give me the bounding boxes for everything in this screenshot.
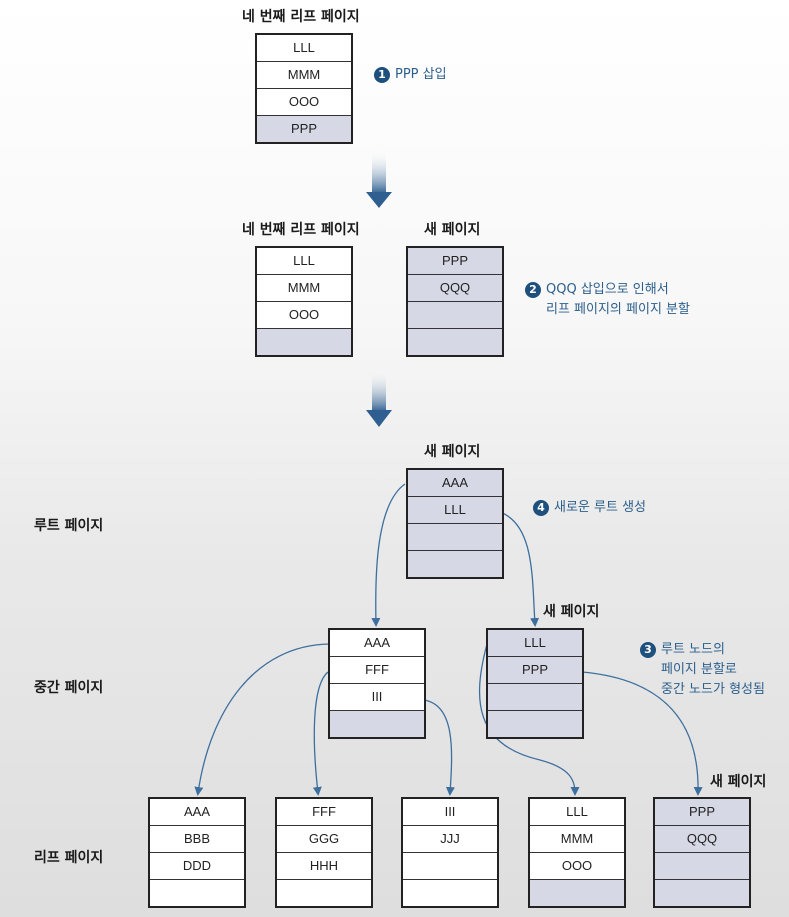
step2-right-cell-2: QQQ [408,274,502,301]
note-3-line-2: 페이지 분할로 [661,662,737,677]
step2-new-page: PPP QQQ [406,246,504,357]
leaf-5-cell-4 [655,879,749,906]
note-1-text: PPP 삽입 [395,67,447,82]
note-3-line-3: 중간 노드가 형성됨 [661,682,765,697]
leaf-1-cell-2: BBB [150,825,244,852]
step1-cell-1: LLL [293,40,315,55]
leaf-5-cell-3 [655,852,749,879]
step-number-1: 1 [374,66,390,83]
step2-right-cell-3 [408,301,502,328]
mid-page-right: LLL PPP [486,628,584,739]
leaf-3-cell-4 [403,879,497,906]
mid-right-cell-3 [488,683,582,710]
step-number-2: 2 [525,281,541,298]
leaf-2-cell-2: GGG [277,825,371,852]
leaf-5-cell-1: PPP [655,799,749,825]
edge-root-to-mid-left [371,483,406,627]
step1-cell-4: PPP [257,115,351,142]
step2-leaf-page: LLL MMM OOO [255,246,353,357]
leaf-4-cell-2: MMM [530,825,624,852]
big-down-arrow-1 [366,150,392,208]
root-cell-3 [408,523,502,550]
row-label-root: 루트 페이지 [34,518,104,534]
note-2-line-2: 리프 페이지의 페이지 분할 [546,302,690,317]
title-new-root-page: 새 페이지 [424,444,481,460]
note-2: 2 QQQ 삽입으로 인해서 리프 페이지의 페이지 분할 [525,280,690,320]
step-number-4: 4 [533,499,549,516]
step2-left-cell-3: OOO [257,301,351,328]
note-3-line-1: 루트 노드의 [661,642,725,657]
root-cell-1: AAA [408,470,502,496]
edge-mid-left-to-leaf-1 [194,643,331,796]
leaf-1-cell-3: DDD [150,852,244,879]
step2-right-cell-1: PPP [408,248,502,274]
step1-leaf-page: LLL MMM OOO PPP [255,33,353,144]
root-cell-4 [408,550,502,577]
leaf-1-cell-1: AAA [183,804,210,819]
edge-mid-right-to-leaf-5 [581,671,703,796]
step2-left-cell-2: MMM [257,274,351,301]
row-label-leaf: 리프 페이지 [34,850,104,866]
mid-left-cell-4 [330,710,424,737]
edge-mid-right-to-leaf-4 [478,643,580,796]
note-3: 3 루트 노드의 페이지 분할로 중간 노드가 형성됨 [640,640,765,700]
big-down-arrow-2 [366,370,392,427]
title-fourth-leaf-page: 네 번째 리프 페이지 [242,9,360,25]
title-fourth-leaf-page-2: 네 번째 리프 페이지 [242,222,360,238]
note-1: 1 PPP 삽입 [374,65,447,85]
note-4-text: 새로운 루트 생성 [554,500,646,515]
leaf-page-1: AAA BBB DDD [148,797,246,908]
leaf-4-cell-1: LLL [566,804,588,819]
leaf-3-cell-1: III [444,804,456,819]
leaf-page-2: FFF GGG HHH [275,797,373,908]
leaf-5-cell-2: QQQ [655,825,749,852]
mid-right-cell-1: LLL [488,630,582,656]
root-page: AAA LLL [406,468,504,579]
step2-left-cell-1: LLL [293,253,315,268]
step2-right-cell-4 [408,328,502,355]
row-label-middle: 중간 페이지 [34,680,104,696]
leaf-page-5: PPP QQQ [653,797,751,908]
note-4: 4 새로운 루트 생성 [533,498,646,518]
leaf-3-cell-3 [403,852,497,879]
leaf-3-cell-2: JJJ [403,825,497,852]
mid-page-left: AAA FFF III [328,628,426,739]
step1-cell-3: OOO [257,88,351,115]
mid-left-cell-1: AAA [363,635,390,650]
mid-left-cell-3: III [330,683,424,710]
leaf-page-4: LLL MMM OOO [528,797,626,908]
leaf-4-cell-4 [530,879,624,906]
mid-right-cell-2: PPP [488,656,582,683]
mid-left-cell-2: FFF [330,656,424,683]
leaf-1-cell-4 [150,879,244,906]
title-new-page: 새 페이지 [424,222,481,238]
edge-mid-left-to-leaf-3 [423,699,455,796]
root-cell-2: LLL [408,496,502,523]
leaf-2-cell-3: HHH [277,852,371,879]
leaf-4-cell-3: OOO [530,852,624,879]
note-2-line-1: QQQ 삽입으로 인해서 [546,282,669,297]
title-new-mid-page: 새 페이지 [543,604,600,620]
step-number-3: 3 [640,641,656,658]
step1-cell-2: MMM [257,61,351,88]
leaf-page-3: III JJJ [401,797,499,908]
edge-mid-left-to-leaf-2 [312,671,329,796]
mid-right-cell-4 [488,710,582,737]
leaf-2-cell-1: FFF [312,804,336,819]
step2-left-cell-4 [257,328,351,355]
title-new-leaf-page: 새 페이지 [710,774,767,790]
edge-root-to-mid-right [499,511,540,627]
leaf-2-cell-4 [277,879,371,906]
